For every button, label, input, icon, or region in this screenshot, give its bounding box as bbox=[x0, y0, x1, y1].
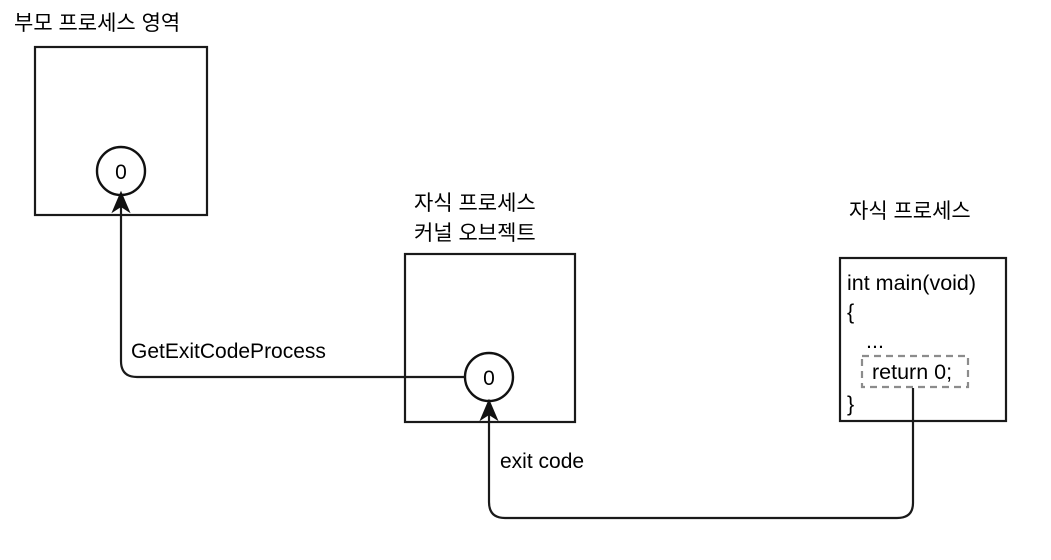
parent-region-title: 부모 프로세스 영역 bbox=[14, 12, 180, 35]
return-statement-highlight-box bbox=[860, 354, 970, 389]
exit-code-label: exit code bbox=[500, 450, 584, 473]
parent-exit-code-value: 0 bbox=[115, 161, 127, 184]
child-code-line-1: int main(void) bbox=[847, 271, 976, 295]
getexitcodeprocess-connector bbox=[119, 203, 465, 379]
kernel-exit-code-value: 0 bbox=[483, 367, 495, 390]
getexitcodeprocess-arrowhead bbox=[111, 190, 131, 214]
child-code-line-2: { bbox=[847, 300, 854, 324]
getexitcodeprocess-label: GetExitCodeProcess bbox=[131, 340, 326, 363]
kernel-object-title-line1: 자식 프로세스 bbox=[414, 192, 536, 215]
exit-code-connector bbox=[487, 388, 915, 520]
child-code-line-3: ... bbox=[866, 329, 884, 353]
child-process-box bbox=[838, 256, 1008, 423]
child-code-line-5: } bbox=[847, 392, 854, 416]
exit-code-arrowhead bbox=[479, 398, 499, 422]
kernel-object-title-line2: 커널 오브젝트 bbox=[414, 222, 536, 245]
child-code-line-4: return 0; bbox=[872, 360, 952, 384]
child-process-title: 자식 프로세스 bbox=[849, 200, 971, 223]
